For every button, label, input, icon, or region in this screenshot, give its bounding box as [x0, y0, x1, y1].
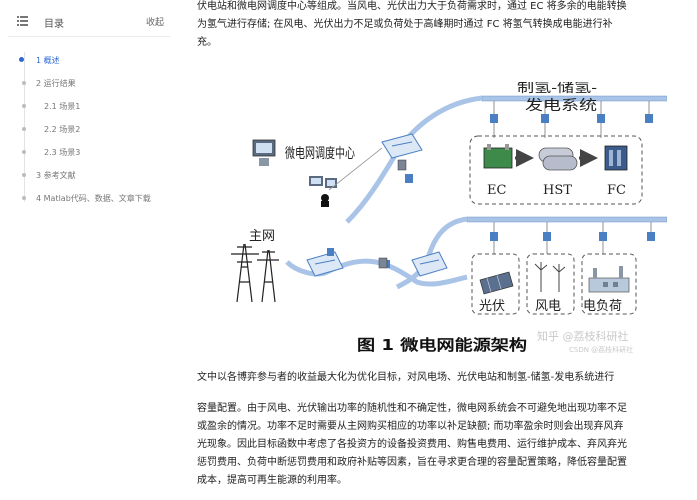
watermark-csdn: CSDN @荔枝科研社 [569, 345, 633, 354]
figure-caption: 图 1 微电网能源架构 [357, 336, 527, 354]
toc-item-results[interactable]: 2 运行结果 [36, 79, 76, 88]
toc-dot [22, 150, 26, 154]
meter-icon-upper [397, 159, 407, 171]
factory-icon [588, 266, 630, 293]
toc-item-references[interactable]: 3 参考文献 [36, 171, 76, 180]
computer-icon [309, 147, 383, 207]
toc-item-overview[interactable]: 1 概述 [36, 56, 60, 65]
toc-item-downloads[interactable]: 4 Matlab代码、数据、文章下载 [36, 194, 151, 203]
toc-sidebar: 目录 收起 1 概述 2 运行结果 2.1 场景1 2.2 场景2 2.3 场景… [0, 0, 178, 500]
load-box [581, 253, 637, 315]
load-label: 电负荷 [583, 299, 622, 314]
pv-box [471, 253, 520, 315]
toc-item-scene3[interactable]: 2.3 场景3 [44, 148, 81, 157]
toc-dot [22, 196, 26, 200]
transmission-tower-icon [231, 243, 279, 303]
pv-label: 光伏 [479, 299, 505, 314]
toc-title: 目录 [44, 19, 64, 30]
hst-label: HST [543, 183, 572, 198]
ec-label: EC [487, 183, 506, 198]
para3-line-2: 或盈余的情况。功率不足时需要从主网购买相应的功率以补足缺额; 而功率盈余时则会出… [197, 421, 624, 432]
toc-dot [22, 104, 26, 108]
wind-turbine-icon [534, 262, 566, 292]
intro-line-3: 充。 [197, 37, 217, 48]
dispatch-center-label-1: 微电网调度中心 [285, 146, 355, 162]
para3-line-4: 惩罚费用、负荷中断惩罚费用和政府补贴等因素，旨在寻求更合理的容量配置策略，降低容… [197, 457, 627, 468]
hydrogen-tank-icon [538, 147, 578, 171]
switch-node-bottom [411, 251, 448, 277]
main-grid-label: 主网 [249, 229, 275, 244]
article-body: 伏电站和微电网调度中心等组成。当风电、光伏出力大于负荷需求时，通过 EC 将多余… [197, 0, 687, 500]
toc-dot [19, 57, 24, 62]
list-icon [17, 16, 28, 26]
hydrogen-system-label-1: 制氢-储氢- [517, 82, 597, 96]
para3-line-1: 容量配置。由于风电、光伏输出功率的随机性和不确定性，微电网系统会不可避免地出现功… [197, 403, 627, 414]
watermark-zhihu: 知乎 @荔枝科研社 [537, 329, 629, 343]
relay-drops [493, 101, 652, 254]
toc-dot [22, 81, 26, 85]
toc-header: 目录 收起 [8, 8, 170, 37]
fc-label: FC [607, 183, 626, 198]
fuel-cell-icon [604, 145, 628, 171]
microgrid-architecture-figure: 微电网调度中心 主网 制氢-储氢- 发电系统 EC HST FC 光伏 [231, 82, 667, 354]
hydrogen-system-box [469, 135, 643, 205]
para2-line-1: 文中以各博弈参与者的收益最大化为优化目标，对风电场、光伏电站和制氢-储氢-发电系… [197, 372, 615, 383]
meter-icon-lower [378, 257, 388, 269]
toc-item-scene1[interactable]: 2.1 场景1 [44, 102, 81, 111]
toc-dot [22, 173, 26, 177]
hydrogen-system-label-2: 发电系统 [525, 98, 597, 114]
switch-node-center [381, 133, 423, 159]
wind-label: 风电 [535, 299, 561, 314]
grid-bus [285, 258, 468, 287]
toc-collapse-button[interactable]: 收起 [145, 18, 164, 28]
switch-node-left [306, 251, 344, 277]
para3-line-3: 光现象。因此目标函数中考虑了各投资方的设备投资费用、购售电费用、运行维护成本、弃… [197, 439, 627, 450]
solar-panel-icon [479, 271, 514, 295]
para3-line-5: 成本，提高可再生能源的利用率。 [197, 475, 347, 486]
intro-line-1: 伏电站和微电网调度中心等组成。当风电、光伏出力大于负荷需求时，通过 EC 将多余… [197, 1, 627, 12]
wind-box [526, 253, 575, 315]
intro-line-2: 为氢气进行存储; 在风电、光伏出力不足或负荷处于高峰期时通过 FC 将氢气转换成… [197, 19, 613, 30]
toc-item-scene2[interactable]: 2.2 场景2 [44, 125, 81, 134]
monitor-icon [252, 139, 276, 166]
electrolyzer-icon [483, 144, 513, 169]
toc-dot [22, 127, 26, 131]
